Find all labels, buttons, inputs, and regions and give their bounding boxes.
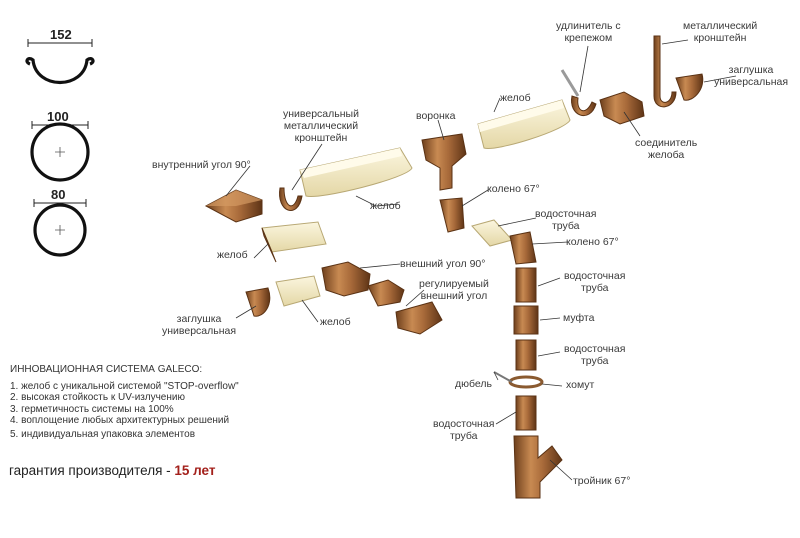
info-item: 5. индивидуальная упаковка элементов [10, 429, 196, 441]
profile-pipe-80 [33, 199, 87, 257]
profile-gutter-152 [25, 39, 95, 84]
guarantee-line: гарантия производителя - 15 лет [9, 463, 215, 478]
leader-lines [225, 39, 737, 481]
guarantee-years: 15 лет [174, 463, 216, 478]
profile-pipe-100 [30, 121, 90, 182]
cap-universal-top-part [675, 73, 704, 101]
outer-corner-part [321, 261, 371, 297]
tee-part [513, 435, 563, 499]
label-funnel: воронка [416, 110, 456, 122]
info-item: 2. высокая стойкость к UV-излучению [10, 392, 185, 404]
adjustable-corner-part [395, 301, 443, 335]
label-gutter-top: желоб [500, 92, 531, 104]
clamp-part [493, 371, 544, 389]
profile-pipe-100-label: 100 [47, 109, 69, 124]
universal-bracket-part [279, 187, 303, 211]
cap-universal-bottom-part [245, 287, 271, 317]
elbow-second-part [509, 231, 537, 265]
downpipe-4-part [515, 395, 537, 431]
label-inner-corner: внутренний угол 90° [152, 159, 251, 171]
elbow-top-part [439, 197, 465, 233]
downpipe-2-part [515, 267, 537, 303]
extender-part [560, 69, 597, 116]
label-outer-corner: внешний угол 90° [400, 258, 486, 270]
gutter-bottom-part [275, 275, 321, 307]
gutter-mid-part [299, 147, 413, 197]
downpipe-1-part [471, 219, 513, 247]
coupling-part [513, 305, 539, 335]
info-block: ИННОВАЦИОННАЯ СИСТЕМА GALECO: 1. желоб с… [10, 364, 239, 440]
label-elbow-second: колено 67° [566, 236, 619, 248]
guarantee-text: гарантия производителя - [9, 463, 175, 478]
profile-pipe-80-label: 80 [51, 187, 66, 202]
label-gutter-left: желоб [217, 249, 248, 261]
label-dowel: дюбель [455, 378, 492, 390]
inner-corner-part [204, 189, 263, 223]
label-coupling: муфта [563, 312, 595, 324]
metal-bracket-part [653, 35, 677, 108]
label-clamp: хомут [566, 379, 595, 391]
gutter-top-part [477, 99, 571, 149]
info-title: ИННОВАЦИОННАЯ СИСТЕМА GALECO: [10, 364, 203, 375]
label-tee: тройник 67° [573, 475, 631, 487]
gutter-connector-part [599, 91, 645, 125]
downpipe-3-part [515, 339, 537, 371]
adjustable-corner-small-part [367, 279, 405, 307]
info-item: 3. герметичность системы на 100% [10, 403, 174, 415]
label-elbow-top: колено 67° [487, 183, 540, 195]
label-gutter-bottom: желоб [320, 316, 351, 328]
info-item: 1. желоб с уникальной системой "STOP-ove… [10, 381, 239, 393]
info-item: 4. воплощение любых архитектурных решени… [10, 414, 230, 426]
label-gutter-mid: желоб [370, 200, 401, 212]
gutter-left-part [261, 221, 327, 263]
profile-gutter-width: 152 [50, 27, 72, 42]
funnel-part [421, 133, 467, 191]
